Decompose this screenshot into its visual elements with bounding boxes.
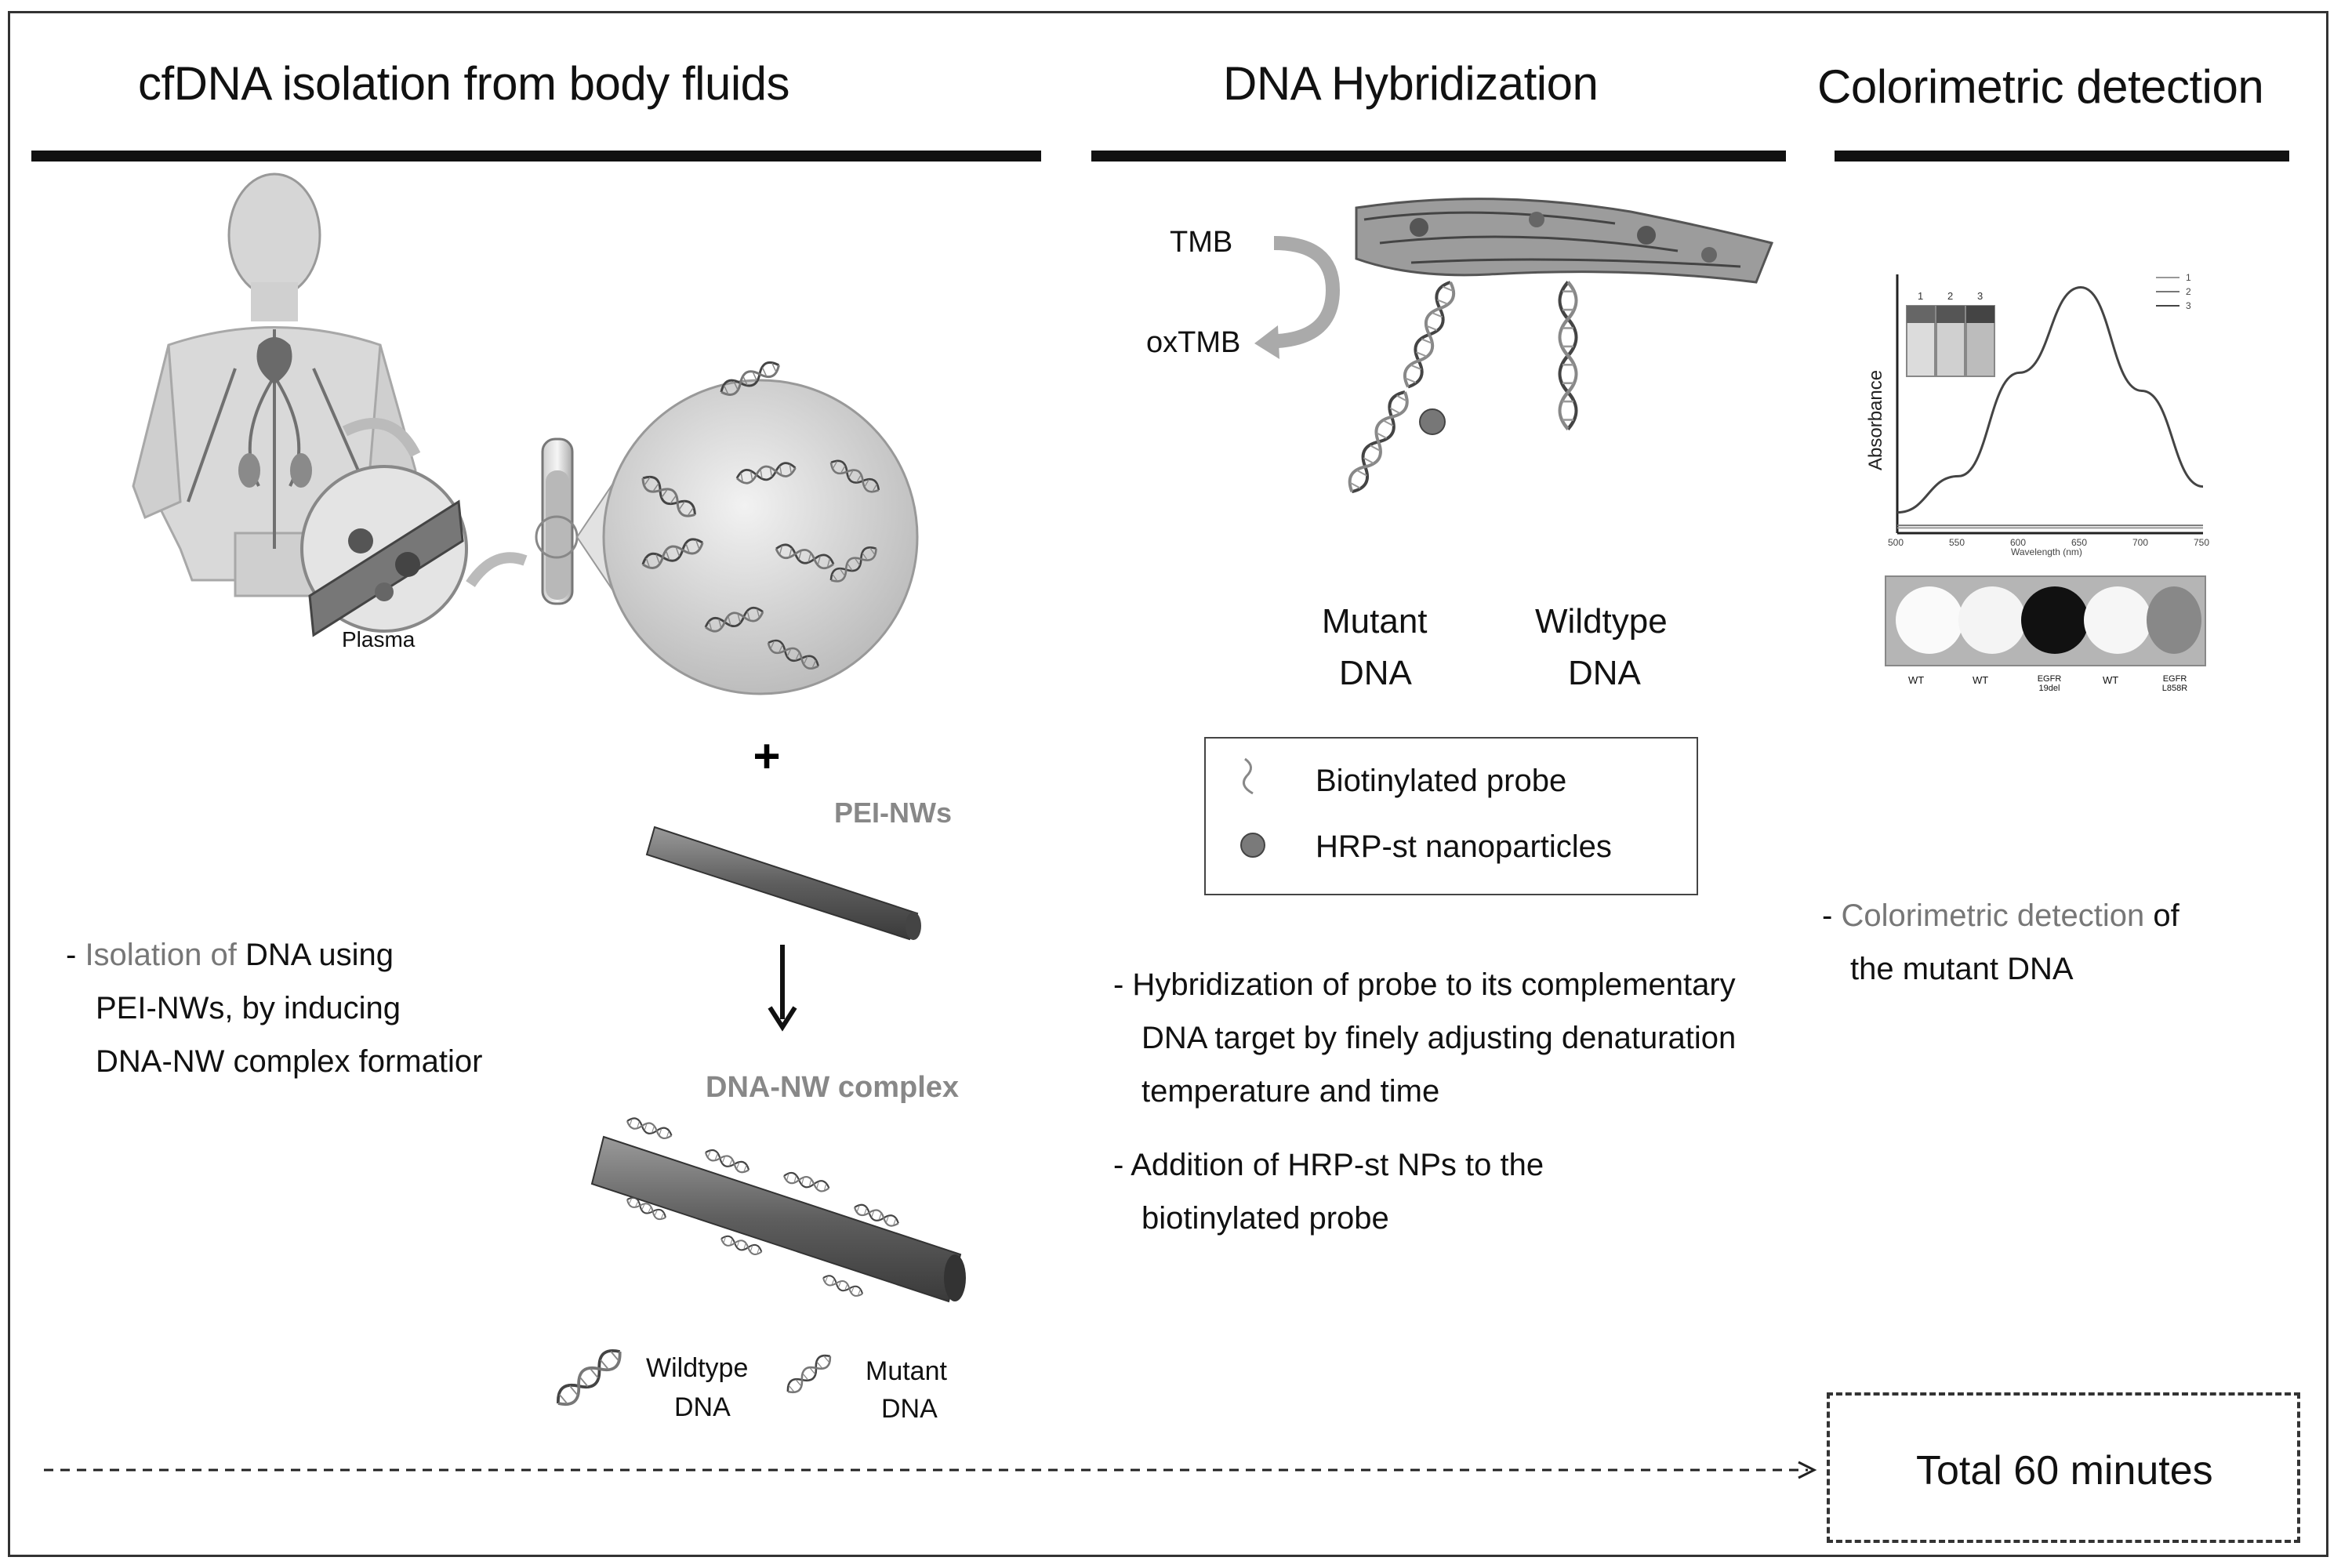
vial-label: 2 [1947,290,1953,302]
well-labels: WT WT EGFR 19del WT EGFR L858R [1885,674,2206,706]
isolation-wildtype-label-2: DNA [674,1392,731,1423]
well-4 [2084,586,2151,654]
vial-label: 3 [1977,290,1983,302]
dna-sphere-icon [604,359,917,694]
x-tick-label: 700 [2132,537,2148,548]
mutant-dna-strand-icon [1345,279,1458,495]
hybridization-bullet-2: - Addition of HRP-st NPs to the biotinyl… [1113,1138,1544,1245]
legend-label: 3 [2186,300,2191,311]
vial-inset: 1 2 3 [1907,290,1994,376]
x-tick-label: 750 [2194,537,2209,548]
isolation-wildtype-label-1: Wildtype [646,1353,748,1384]
test-tube-icon [536,439,577,604]
well-label-5: EGFR L858R [2151,674,2198,693]
dna-nw-complex-icon [592,1116,966,1301]
tmb-label: TMB [1170,226,1232,260]
hyb-mutant-label-1: Mutant [1322,602,1428,641]
pei-nanowire-icon [647,827,921,940]
hyb-wildtype-label-2: DNA [1568,654,1641,693]
detection-bullet-rest: of [2144,898,2179,933]
legend-label: 2 [2186,286,2191,297]
hyb-bullet1-line3: temperature and time [1113,1065,1736,1118]
detection-bullet-dash: - [1822,898,1841,933]
well-label-1: WT [1908,674,1924,686]
legend-hrp-label: HRP-st nanoparticles [1316,829,1612,865]
well-3 [2021,586,2089,654]
isolation-bullet-line2: PEI-NWs, by inducing [66,982,482,1035]
hybridization-title: DNA Hybridization [1223,56,1598,111]
detection-bullet-line2: the mutant DNA [1822,942,2179,996]
well-label-2: WT [1973,674,1988,686]
hyb-bullet1-line1: - Hybridization of probe to its compleme… [1113,958,1736,1011]
well-plate [1885,575,2206,666]
bullet-dash: - [66,938,85,972]
total-time-label: Total 60 minutes [1916,1447,2213,1494]
hyb-wildtype-label-1: Wildtype [1535,602,1668,641]
pei-nws-label: PEI-NWs [834,797,952,829]
probe-icon [1239,757,1262,797]
vial-label: 1 [1918,290,1923,302]
oxtmb-label: oxTMB [1146,326,1240,360]
chart-legend: 1 2 3 [2156,272,2191,311]
dna-nw-complex-label: DNA-NW complex [706,1071,959,1105]
isolation-mutant-label-2: DNA [881,1394,938,1425]
plasma-label: Plasma [342,627,415,652]
hyb-mutant-label-2: DNA [1339,654,1412,693]
chart-ylabel: Absorbance [1865,370,1886,470]
well-2 [1958,586,2026,654]
down-arrow-icon [770,945,795,1027]
well-1 [1896,586,1963,654]
isolation-mutant-label-1: Mutant [866,1356,947,1387]
chart-xlabel: Wavelength (nm) [2011,546,2082,557]
hyb-bullet2-line1: - Addition of HRP-st NPs to the [1113,1138,1544,1192]
hyb-bullet2-line2: biotinylated probe [1113,1192,1544,1245]
x-tick-label: 550 [1949,537,1965,548]
x-tick-label: 600 [2010,537,2026,548]
isolation-bullet-line3: DNA-NW complex formatior [66,1035,482,1088]
total-time-box: Total 60 minutes [1827,1392,2300,1543]
hrp-nanoparticle-icon [1239,831,1267,859]
hyb-bullet1-line2: DNA target by finely adjusting denaturat… [1113,1011,1736,1065]
detection-rule [1835,151,2289,162]
blood-vessel-magnifier-icon [302,466,466,635]
mutant-dna-icon [784,1352,834,1396]
detection-title: Colorimetric detection [1817,60,2263,114]
isolation-illustration: + [0,0,1051,1490]
wildtype-dna-icon [553,1345,626,1410]
hybridization-legend: Biotinylated probe HRP-st nanoparticles [1204,737,1698,895]
legend-probe-label: Biotinylated probe [1316,764,1566,799]
x-tick-label: 500 [1888,537,1904,548]
detection-bullet-highlight: Colorimetric detection [1841,898,2144,933]
well-label-3: EGFR 19del [2026,674,2073,693]
plus-sign: + [753,730,780,782]
well-label-4: WT [2103,674,2118,686]
isolation-bullet-highlight: Isolation of [85,938,236,972]
well-5 [2147,586,2201,654]
hybridization-bullet-1: - Hybridization of probe to its compleme… [1113,958,1736,1118]
absorbance-chart: Absorbance Wavelength (nm) 500 550 600 650 7… [1858,259,2227,572]
x-tick-label: 650 [2071,537,2087,548]
tmb-conversion-arrow-icon [1274,243,1333,341]
curved-arrow-icon [470,557,525,584]
wildtype-dna-strand-icon [1560,282,1577,429]
isolation-bullet: - Isolation of DNA using PEI-NWs, by ind… [66,928,482,1088]
isolation-bullet-rest: DNA using [237,938,394,972]
hybridization-rule [1091,151,1786,162]
legend-label: 1 [2186,272,2191,283]
detection-bullet: - Colorimetric detection of the mutant D… [1822,889,2179,996]
timeline-arrow [44,1458,1824,1482]
probe-surface-icon [1356,199,1772,282]
